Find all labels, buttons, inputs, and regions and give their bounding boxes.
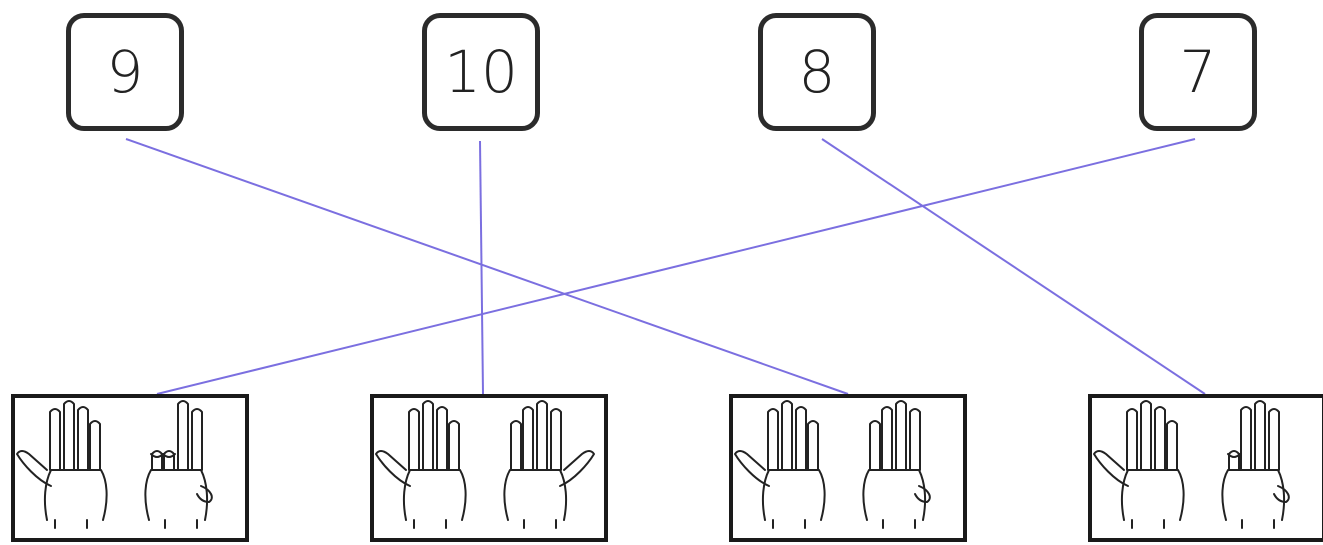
- number-label: 9: [106, 38, 144, 106]
- left-hand-icon: [375, 400, 467, 529]
- hand-card-1[interactable]: [11, 394, 249, 542]
- hand-icon: [375, 400, 595, 529]
- hand-icon: [16, 400, 213, 529]
- right-hand-icon: [862, 400, 931, 529]
- right-hand-icon: [503, 400, 595, 529]
- number-box-7[interactable]: 7: [1139, 13, 1257, 131]
- match-line-9: [125, 138, 849, 395]
- hand-card-3[interactable]: [729, 394, 967, 542]
- number-box-8[interactable]: 8: [758, 13, 876, 131]
- match-line-7: [156, 138, 1196, 395]
- hand-icon: [734, 400, 931, 529]
- hand-icon: [1093, 400, 1290, 529]
- left-hand-icon: [16, 400, 108, 529]
- number-label: 8: [798, 38, 836, 106]
- left-hand-icon: [734, 400, 826, 529]
- left-hand-icon: [1093, 400, 1185, 529]
- match-line-10: [479, 140, 484, 395]
- right-hand-icon: [144, 400, 213, 529]
- number-box-9[interactable]: 9: [66, 13, 184, 131]
- hand-card-2[interactable]: [370, 394, 608, 542]
- hand-card-4[interactable]: [1088, 394, 1323, 542]
- match-line-8: [821, 138, 1206, 395]
- number-label: 7: [1179, 38, 1217, 106]
- number-label: 10: [444, 38, 518, 106]
- number-box-10[interactable]: 10: [422, 13, 540, 131]
- right-hand-icon: [1221, 400, 1290, 529]
